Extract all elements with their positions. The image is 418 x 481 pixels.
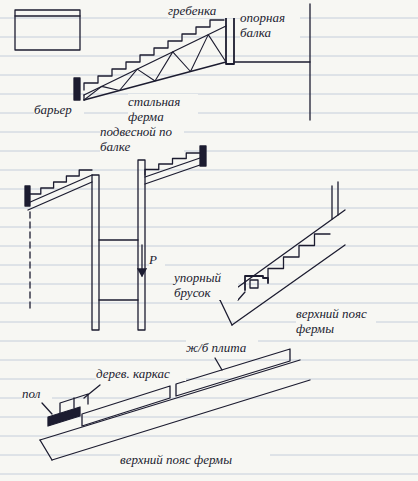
part-label: верхний пояс фермы [296, 306, 376, 336]
floor [48, 407, 80, 426]
crossbar [99, 299, 138, 300]
rc-slab [82, 386, 170, 426]
chord-end [40, 440, 52, 460]
part-label: барьер [34, 102, 84, 117]
chord-end [220, 300, 232, 325]
load-arrow [141, 245, 142, 276]
truss-top-chord [84, 26, 226, 95]
leader [84, 385, 100, 398]
stop-block [245, 276, 268, 290]
support-beam [226, 16, 234, 64]
stand-steps [145, 153, 200, 175]
wall [234, 61, 310, 62]
wall [309, 4, 310, 120]
truss-web [84, 35, 226, 100]
chord-edge [220, 210, 345, 300]
barrier [200, 146, 206, 166]
stand-steps [28, 170, 92, 200]
axis-line [29, 212, 30, 310]
part-label: стальная ферма [128, 94, 198, 124]
leader [42, 403, 52, 414]
leader [238, 292, 245, 300]
stand-slab [28, 182, 92, 210]
timber-frame [73, 398, 74, 408]
barrier [74, 78, 80, 100]
post [337, 182, 338, 215]
beam-flange [15, 15, 80, 16]
rc-slab [176, 349, 290, 396]
part-label: опорная балка [240, 10, 300, 40]
column [138, 160, 145, 330]
crossbar [99, 239, 138, 240]
stand-steps [268, 234, 330, 280]
part-label: пол [22, 386, 52, 401]
beam-section [15, 10, 80, 50]
part-label: дерев. каркас [96, 366, 186, 381]
post [331, 186, 332, 219]
part-label: подвесной по балке [100, 124, 184, 154]
hanging-slab [145, 165, 200, 184]
stand-slab [28, 175, 92, 203]
part-label: ж/б плита [186, 340, 258, 355]
part-label: верхний пояс фермы [120, 452, 270, 467]
leader [215, 358, 222, 370]
stop-block-core [250, 280, 258, 288]
column [92, 175, 99, 330]
stand-steps [84, 20, 224, 90]
part-label: гребенка [168, 3, 248, 18]
chord-edge [52, 380, 310, 460]
chord-edge [40, 360, 300, 440]
part-label: упорный брусок [174, 270, 238, 300]
part-label: Р [149, 252, 165, 267]
timber-frame [60, 394, 88, 413]
